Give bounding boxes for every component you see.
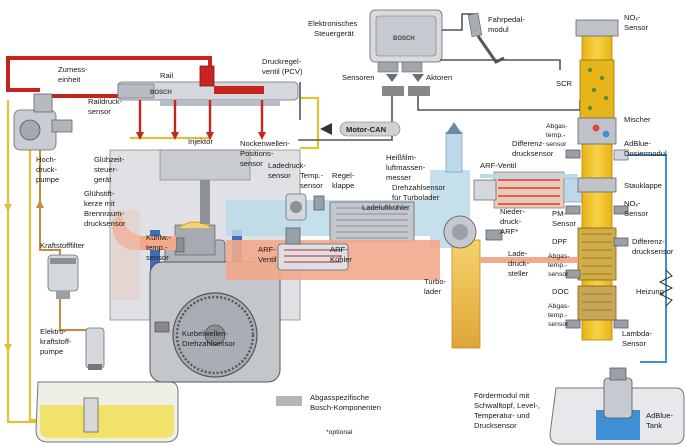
ecu-label: Elektronisches Steuergerät — [308, 19, 360, 38]
injektor-label: Injektor — [188, 137, 213, 146]
drehzahlsensor-turbo-label: Drehzahlsensor für Turbolader — [392, 183, 447, 202]
nox-sensor-top-label: NOₓ- Sensor — [624, 13, 649, 32]
zumesseinheit-label: Zumess- einheit — [58, 65, 90, 84]
doc-label: DOC — [552, 287, 569, 296]
fuel-filter — [47, 254, 79, 299]
arf-ventil-label: ARF- Ventil — [258, 245, 278, 264]
dpf-label: DPF — [552, 237, 568, 246]
motor-can-bus: Motor-CAN — [298, 96, 581, 141]
exhaust-path — [112, 171, 589, 349]
fuel-tank — [35, 381, 179, 443]
abgastemp-sensor-1-label: Abgas- temp.- sensor — [546, 123, 569, 148]
common-rail: BOSCH — [117, 65, 299, 140]
adblue-line — [628, 154, 674, 363]
pcv-label: Druckregel- ventil (PCV) — [262, 57, 303, 76]
adblue-dosiermodul-label: AdBlue- Dosiermodul — [624, 139, 667, 158]
stauklappe-label: Stauklappe — [624, 181, 662, 190]
gluehstiftkerze-label: Glühstift- kerze mit Brennraum- drucksen… — [84, 189, 126, 228]
adblue-tank-label: AdBlue- Tank — [646, 411, 675, 430]
rail-bosch-logo: BOSCH — [150, 90, 172, 96]
aftertreatment-system — [480, 19, 629, 341]
heissfilm-label: Heißfilm- luftmassen- messer — [386, 153, 427, 182]
motor-can-label: Motor-CAN — [346, 125, 386, 134]
nox-sensor-mid-label: NOₓ- Sensor — [624, 199, 649, 218]
pm-sensor-label: PM- Sensor — [552, 209, 577, 228]
raildrucksensor-label: Raildruck- sensor — [88, 97, 124, 116]
abgastemp-sensor-2-label: Abgas- temp.- sensor — [548, 253, 571, 278]
arf-kuehler-label: ARF- Kühler — [330, 245, 352, 264]
ecu: BOSCH — [369, 9, 443, 96]
niederdruck-arf-label: Nieder- druck- ARF* — [500, 207, 527, 236]
differenzdrucksensor-2-label: Differenz- drucksensor — [632, 237, 674, 256]
electric-fuel-pump — [85, 327, 105, 370]
ladedrucksensor-label: Ladedruck- sensor — [268, 161, 308, 180]
sensoren-label: Sensoren — [342, 73, 375, 82]
mischer-label: Mischer — [624, 115, 651, 124]
arf-ventil-top-label: ARF-Ventil — [480, 161, 517, 170]
ladeluftkuehler-label: Ladeluftkühler — [362, 203, 410, 212]
hochdruckpumpe-label: Hoch- druck- pumpe — [36, 155, 59, 184]
kraftstofffilter-label: Kraftstofffilter — [40, 241, 85, 250]
legend-label: Abgasspezifische Bosch-Komponenten — [310, 393, 381, 412]
return-line — [300, 96, 320, 150]
gluehzeitsteuergeraet-label: Glühzeit- steuer- gerät — [94, 155, 127, 184]
aktoren-label: Aktoren — [426, 73, 452, 82]
differenzdrucksensor-1-label: Differenz- drucksensor — [512, 139, 554, 158]
legend-swatch — [276, 396, 302, 406]
scr-label: SCR — [556, 79, 573, 88]
regelklappe-label: Regel- klappe — [332, 171, 357, 190]
foerdermodul-label: Fördermodul mit Schwalltopf, Level-, Tem… — [474, 391, 542, 430]
abgastemp-sensor-3-label: Abgas- temp.- sensor — [548, 303, 571, 328]
labels: Elektronisches Steuergerät Fahrpedal- mo… — [36, 13, 675, 436]
elektrokraftstoffpumpe-label: Elektro- kraftstoff- pumpe — [40, 327, 74, 356]
ecu-bosch-logo: BOSCH — [393, 36, 415, 42]
adblue-tank — [549, 367, 685, 445]
rail-label: Rail — [160, 71, 173, 80]
kuehlwassertemp-label: Kühlw.- temp.- sensor — [146, 233, 173, 262]
lambda-sensor-label: Lambda- Sensor — [622, 329, 654, 348]
optional-note: *optional — [326, 429, 353, 436]
ladedrucksteller-label: Lade- druck- steller — [508, 249, 531, 278]
nockenwellen-label: Nockenwellen- Positions- sensor — [240, 139, 292, 168]
heizung-label: Heizung — [636, 287, 664, 296]
kurbelwellen-label: Kurbelwellen- Drehzahlsensor — [182, 329, 236, 348]
turbolader-label: Turbo- lader — [424, 277, 448, 296]
pedal-label: Fahrpedal- modul — [488, 15, 527, 34]
high-pressure-pump — [13, 93, 73, 151]
temp-sensor-label: Temp.- sensor — [300, 171, 325, 190]
